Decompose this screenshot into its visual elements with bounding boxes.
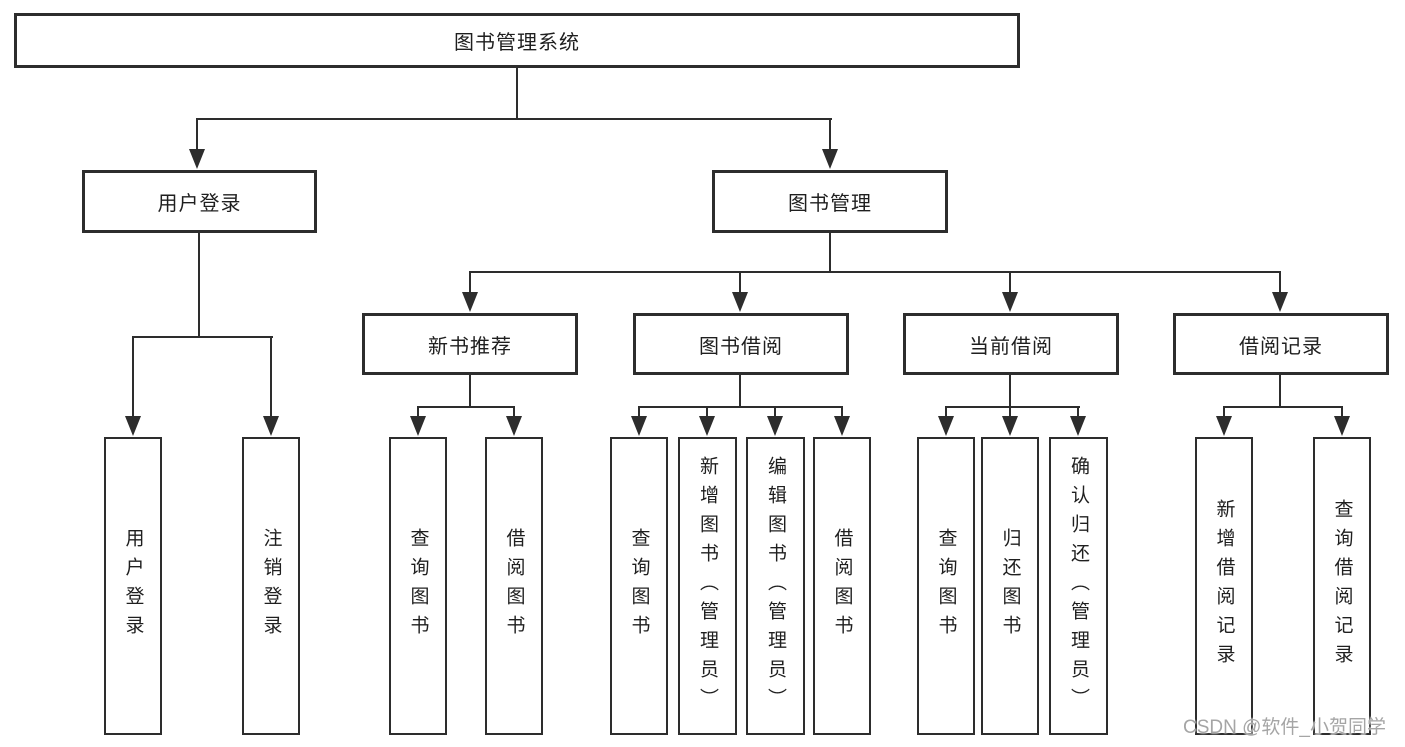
edge-g3-rail [1223, 406, 1343, 408]
edge-g2-rail [945, 406, 1080, 408]
leaf-query-books-1: 查询图书 [389, 437, 447, 735]
edge-login-stem [198, 233, 200, 338]
leaf-query-books-2-label: 查询图书 [628, 528, 650, 644]
leaf-edit-books-admin: 编辑图书（管理员） [746, 437, 805, 735]
leaf-add-books-admin-label: 新增图书（管理员） [697, 455, 718, 717]
edge-root-rail [196, 118, 832, 120]
node-user-login-label: 用户登录 [157, 193, 242, 215]
arrow-down-icon [767, 416, 783, 436]
edge-g1-drop-2 [706, 406, 708, 418]
edge-g0-drop-2 [513, 406, 515, 418]
arrow-down-icon [263, 416, 279, 436]
edge-login-drop-2 [270, 336, 272, 417]
leaf-add-borrow-record: 新增借阅记录 [1195, 437, 1253, 735]
node-book-management-label: 图书管理 [788, 193, 872, 215]
arrow-down-icon [125, 416, 141, 436]
edge-root-drop-right [829, 118, 831, 151]
arrow-down-icon [1002, 416, 1018, 436]
edge-g1-rail [638, 406, 843, 408]
edge-g1-drop-3 [774, 406, 776, 418]
node-current-borrow: 当前借阅 [903, 313, 1119, 375]
edge-g0-stem [469, 375, 471, 408]
node-user-login-module: 用户登录 [82, 170, 317, 233]
csdn-watermark: CSDN @软件_小贺同学 [1183, 717, 1386, 738]
arrow-down-icon [189, 149, 205, 169]
arrow-down-icon [462, 292, 478, 312]
arrow-down-icon [822, 149, 838, 169]
edge-root-stem [516, 68, 518, 120]
edge-g0-drop-1 [417, 406, 419, 418]
arrow-down-icon [732, 292, 748, 312]
arrow-down-icon [834, 416, 850, 436]
leaf-return-books-label: 归还图书 [999, 528, 1021, 644]
edge-g3-drop-2 [1341, 406, 1343, 418]
arrow-down-icon [1334, 416, 1350, 436]
leaf-borrow-books-2-label: 借阅图书 [831, 528, 853, 644]
edge-g2-stem [1009, 375, 1011, 408]
leaf-return-books: 归还图书 [981, 437, 1039, 735]
arrow-down-icon [699, 416, 715, 436]
edge-login-drop-1 [132, 336, 134, 417]
leaf-confirm-return-admin-label: 确认归还（管理员） [1068, 455, 1089, 717]
leaf-borrow-books-1: 借阅图书 [485, 437, 543, 735]
edge-mgmt-stem [829, 233, 831, 273]
leaf-query-books-3: 查询图书 [917, 437, 975, 735]
leaf-confirm-return-admin: 确认归还（管理员） [1049, 437, 1108, 735]
node-book-borrow-label: 图书借阅 [699, 335, 783, 358]
edge-g2-drop-1 [945, 406, 947, 418]
node-book-management-module: 图书管理 [712, 170, 948, 233]
leaf-query-books-3-label: 查询图书 [935, 528, 957, 644]
arrow-down-icon [1070, 416, 1086, 436]
node-new-book-recommend: 新书推荐 [362, 313, 578, 375]
arrow-down-icon [410, 416, 426, 436]
arrow-down-icon [1002, 292, 1018, 312]
node-root-label: 图书管理系统 [454, 32, 580, 54]
leaf-add-books-admin: 新增图书（管理员） [678, 437, 737, 735]
arrow-down-icon [938, 416, 954, 436]
arrow-down-icon [506, 416, 522, 436]
node-root-system: 图书管理系统 [14, 13, 1020, 68]
edge-mgmt-rail [469, 271, 1281, 273]
edge-mgmt-drop-3 [1009, 271, 1011, 293]
edge-g1-drop-4 [841, 406, 843, 418]
leaf-logout: 注销登录 [242, 437, 300, 735]
edge-g2-drop-2 [1009, 406, 1011, 418]
edge-login-rail [132, 336, 273, 338]
edge-mgmt-drop-1 [469, 271, 471, 293]
leaf-user-login: 用户登录 [104, 437, 162, 735]
leaf-user-login-label: 用户登录 [122, 528, 144, 644]
arrow-down-icon [1272, 292, 1288, 312]
node-borrow-record-label: 借阅记录 [1239, 335, 1323, 358]
leaf-query-borrow-record-label: 查询借阅记录 [1331, 499, 1353, 673]
leaf-borrow-books-1-label: 借阅图书 [503, 528, 525, 644]
edge-g3-drop-1 [1223, 406, 1225, 418]
leaf-edit-books-admin-label: 编辑图书（管理员） [765, 455, 786, 717]
node-new-book-recommend-label: 新书推荐 [428, 335, 512, 358]
leaf-borrow-books-2: 借阅图书 [813, 437, 871, 735]
edge-mgmt-drop-2 [739, 271, 741, 293]
leaf-add-borrow-record-label: 新增借阅记录 [1213, 499, 1235, 673]
node-book-borrow: 图书借阅 [633, 313, 849, 375]
leaf-logout-label: 注销登录 [260, 528, 282, 644]
node-borrow-record: 借阅记录 [1173, 313, 1389, 375]
leaf-query-books-2: 查询图书 [610, 437, 668, 735]
edge-g0-rail [417, 406, 515, 408]
arrow-down-icon [631, 416, 647, 436]
edge-g3-stem [1279, 375, 1281, 408]
edge-g1-drop-1 [638, 406, 640, 418]
arrow-down-icon [1216, 416, 1232, 436]
node-current-borrow-label: 当前借阅 [969, 335, 1053, 358]
edge-root-drop-left [196, 118, 198, 151]
edge-mgmt-drop-4 [1279, 271, 1281, 293]
leaf-query-books-1-label: 查询图书 [407, 528, 429, 644]
edge-g1-stem [739, 375, 741, 408]
leaf-query-borrow-record: 查询借阅记录 [1313, 437, 1371, 735]
edge-g2-drop-3 [1077, 406, 1079, 418]
